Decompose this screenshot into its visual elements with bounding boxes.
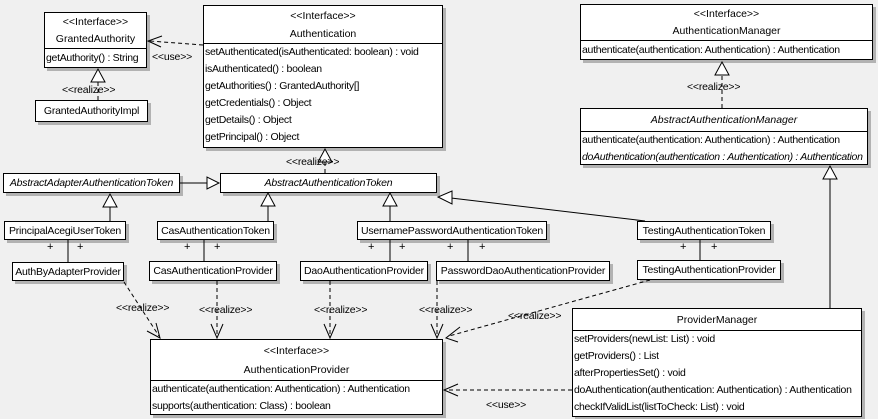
association-plus-label: +: [680, 241, 687, 253]
class-name: AuthByAdapterProvider: [15, 265, 121, 278]
method-label: setAuthenticated(isAuthenticated: boolea…: [205, 46, 419, 58]
class-name: DaoAuthenticationProvider: [304, 265, 424, 277]
use-label: <<use>>: [486, 399, 527, 411]
method-label: getAuthority() : String: [46, 52, 139, 64]
class-granted-authority[interactable]: <<Interface>> GrantedAuthority getAuthor…: [44, 12, 147, 68]
class-name: AuthenticationProvider: [243, 364, 350, 376]
class-principal-acegi-user-token[interactable]: PrincipalAcegiUserToken: [4, 221, 126, 240]
association-plus-label: +: [214, 241, 221, 253]
method-label: checkIfValidList(listToCheck: List) : vo…: [574, 401, 745, 413]
class-name: GrantedAuthorityImpl: [43, 105, 140, 117]
class-auth-by-adapter-provider[interactable]: AuthByAdapterProvider: [12, 262, 124, 281]
class-name: TestingAuthenticationProvider: [642, 264, 776, 276]
realize-label: <<realize>>: [314, 304, 368, 316]
realize-label: <<realize>>: [508, 310, 562, 322]
method-label: authenticate(authentication: Authenticat…: [582, 44, 840, 56]
realize-label: <<realize>>: [687, 81, 741, 93]
stereotype-label: <<Interface>>: [62, 16, 129, 28]
class-name: PrincipalAcegiUserToken: [8, 224, 122, 237]
class-name: AbstractAdapterAuthenticationToken: [9, 177, 174, 189]
method-label: doAuthentication(authentication : Authen…: [582, 151, 863, 163]
class-name: GrantedAuthority: [55, 33, 136, 45]
method-label: isAuthenticated() : boolean: [205, 63, 322, 75]
method-label: supports(authentication: Class) : boolea…: [152, 400, 331, 412]
class-cas-authentication-provider[interactable]: CasAuthenticationProvider: [149, 261, 277, 281]
class-name: CasAuthenticationProvider: [153, 265, 273, 277]
class-name: UsernamePasswordAuthenticationToken: [360, 224, 544, 237]
method-label: setProviders(newList: List) : void: [574, 333, 715, 345]
association-plus-label: +: [711, 241, 718, 253]
use-label: <<use>>: [152, 51, 193, 63]
class-username-password-authentication-token[interactable]: UsernamePasswordAuthenticationToken: [357, 221, 547, 240]
association-plus-label: +: [447, 241, 454, 253]
class-name: ProviderManager: [676, 314, 758, 326]
class-authentication-manager[interactable]: <<Interface>> AuthenticationManager auth…: [580, 4, 873, 60]
class-name: AuthenticationManager: [672, 25, 781, 37]
class-name: AbstractAuthenticationToken: [264, 177, 393, 189]
use-edge-providermanager: [442, 383, 572, 397]
class-testing-authentication-provider[interactable]: TestingAuthenticationProvider: [637, 260, 781, 280]
method-label: getDetails() : Object: [205, 114, 292, 126]
stereotype-label: <<Interface>>: [290, 10, 356, 22]
realize-label: <<realize>>: [286, 156, 340, 168]
realize-label: <<realize>>: [62, 84, 116, 96]
stereotype-label: <<Interface>>: [263, 345, 330, 357]
class-authentication[interactable]: <<Interface>> Authentication setAuthenti…: [203, 5, 443, 148]
class-cas-authentication-token[interactable]: CasAuthenticationToken: [157, 221, 274, 240]
class-name: CasAuthenticationToken: [161, 224, 270, 237]
realize-label: <<realize>>: [199, 304, 253, 316]
association-plus-label: +: [479, 241, 486, 253]
class-provider-manager[interactable]: ProviderManager setProviders(newList: Li…: [572, 308, 862, 417]
method-label: getAuthorities() : GrantedAuthority[]: [205, 80, 360, 92]
association-plus-label: +: [184, 241, 191, 253]
association-plus-label: +: [399, 241, 406, 253]
class-authentication-provider[interactable]: <<Interface>> AuthenticationProvider aut…: [150, 339, 443, 415]
generalization-principal-token: [102, 192, 118, 221]
generalization-testing-token: [436, 190, 646, 222]
generalization-providermanager: [822, 164, 838, 308]
class-name: Authentication: [289, 28, 357, 40]
method-label: getPrincipal() : Object: [205, 131, 300, 143]
class-abstract-authentication-manager[interactable]: AbstractAuthenticationManager authentica…: [580, 108, 868, 165]
association-plus-label: +: [368, 241, 375, 253]
association-plus-label: +: [47, 241, 54, 253]
class-password-dao-authentication-provider[interactable]: PasswordDaoAuthenticationProvider: [436, 261, 610, 281]
class-abstract-adapter-authentication-token[interactable]: AbstractAdapterAuthenticationToken: [3, 173, 180, 193]
method-label: authenticate(authentication: Authenticat…: [152, 383, 410, 395]
class-granted-authority-impl[interactable]: GrantedAuthorityImpl: [35, 100, 148, 122]
generalization-cas-token: [260, 191, 276, 221]
realize-label: <<realize>>: [419, 304, 473, 316]
class-dao-authentication-provider[interactable]: DaoAuthenticationProvider: [300, 261, 428, 281]
generalization-usernamepassword-token: [382, 191, 398, 221]
method-label: doAuthentication(authentication: Authent…: [574, 384, 852, 396]
realize-label: <<realize>>: [116, 302, 170, 314]
class-abstract-authentication-token[interactable]: AbstractAuthenticationToken: [220, 173, 437, 193]
generalization-adapter-token: [180, 176, 221, 190]
class-name: PasswordDaoAuthenticationProvider: [440, 265, 606, 277]
method-label: afterPropertiesSet() : void: [574, 367, 686, 379]
class-name: AbstractAuthenticationManager: [650, 114, 798, 126]
method-label: getCredentials() : Object: [205, 97, 312, 109]
method-label: getProviders() : List: [574, 350, 659, 362]
use-edge-authentication-to-grantedauthority: [146, 35, 204, 48]
association-plus-label: +: [77, 241, 84, 253]
stereotype-label: <<Interface>>: [693, 8, 760, 20]
method-label: authenticate(authentication: Authenticat…: [582, 134, 840, 146]
class-name: TestingAuthenticationToken: [642, 224, 766, 237]
class-testing-authentication-token[interactable]: TestingAuthenticationToken: [637, 221, 771, 240]
